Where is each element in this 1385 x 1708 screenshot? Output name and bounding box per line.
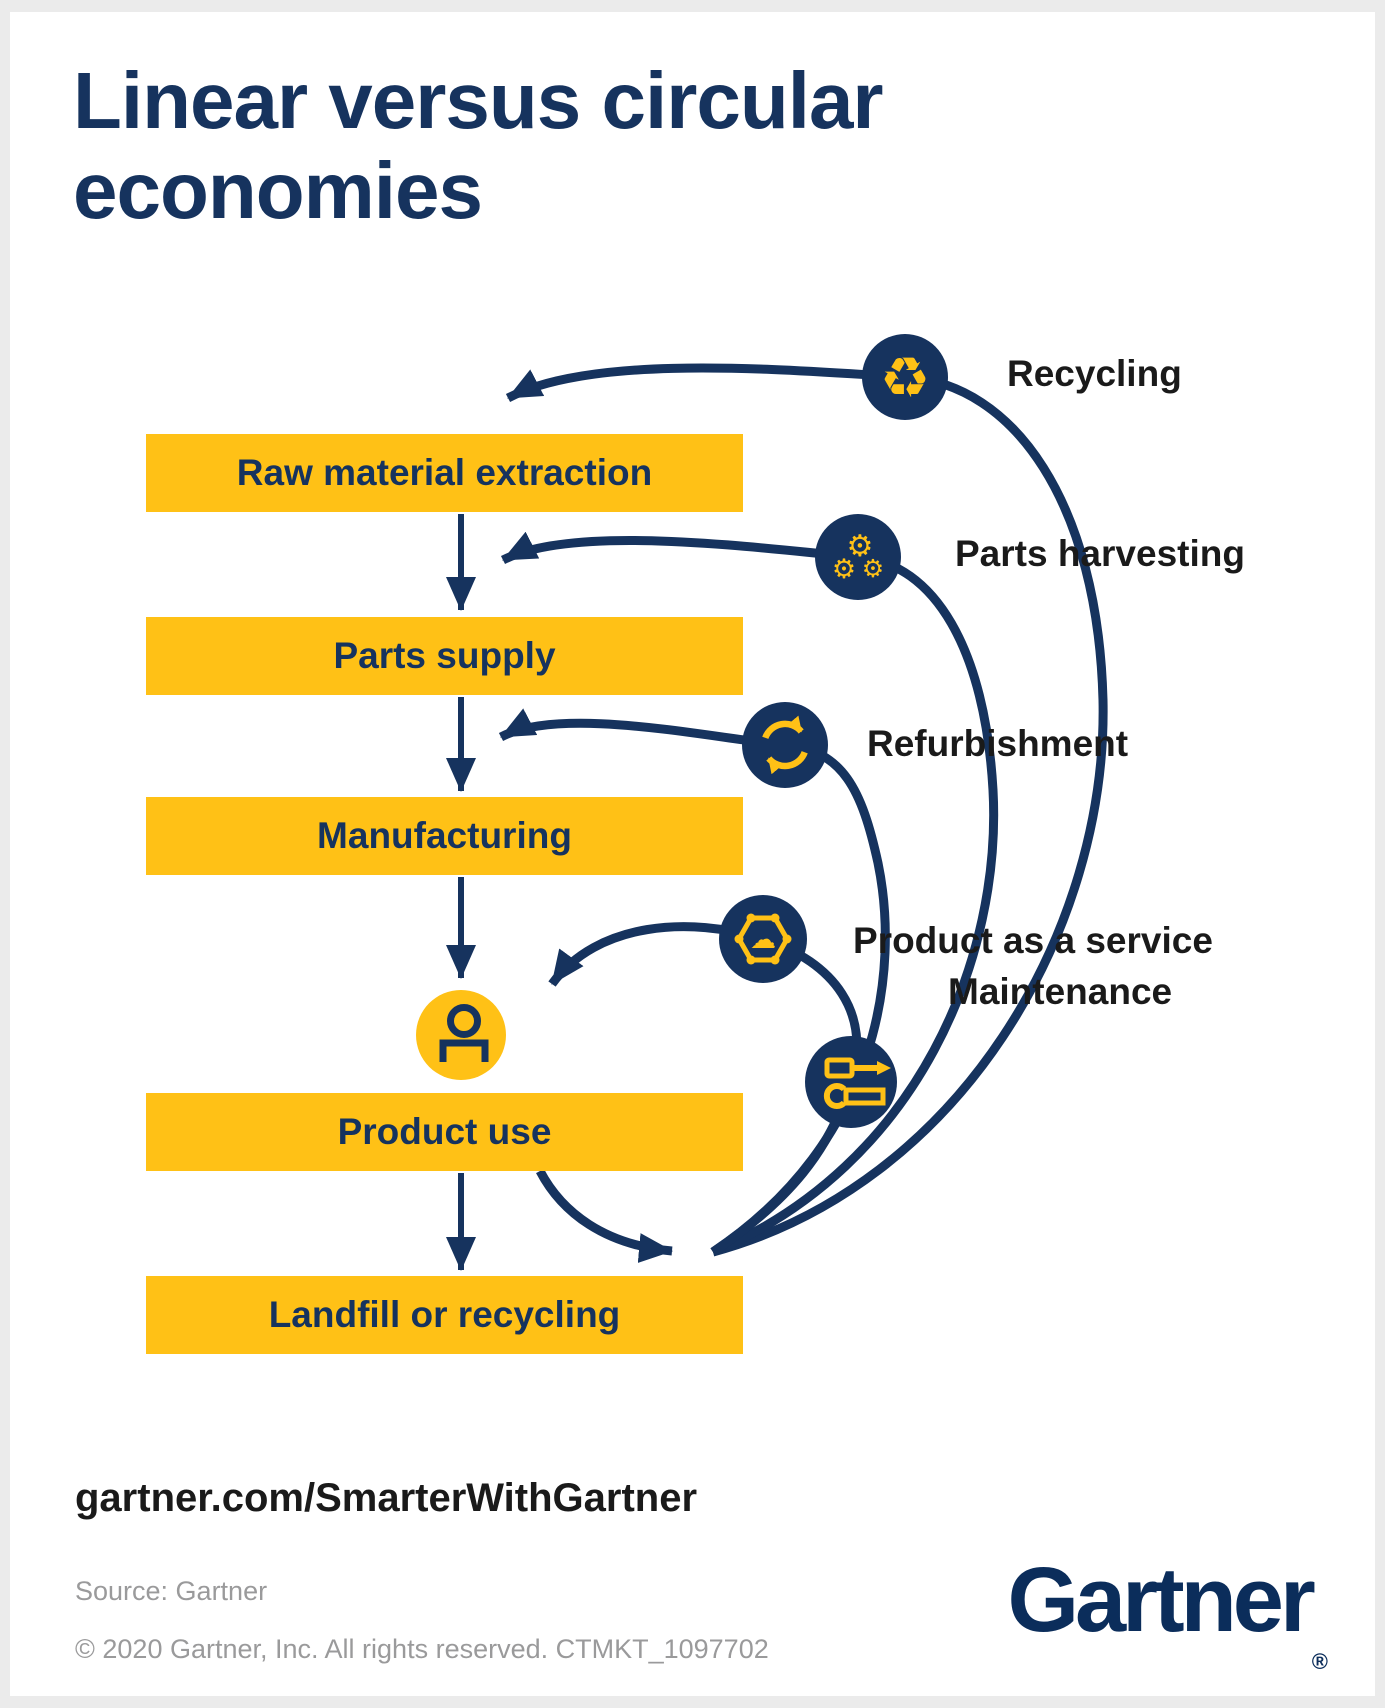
product-user-icon — [416, 990, 506, 1080]
flow-box-raw-material: Raw material extraction — [146, 434, 743, 512]
arc-product-use-to-hub — [536, 1168, 673, 1263]
registered-mark: ® — [1311, 1649, 1328, 1674]
arc-maintenance-service — [548, 922, 862, 1256]
flow-box-parts-supply: Parts supply — [146, 617, 743, 695]
loop-label-maintenance: Maintenance — [948, 971, 1173, 1012]
svg-text:☁: ☁ — [750, 925, 776, 955]
tools-icon — [805, 1036, 897, 1128]
arc-parts-harvesting — [500, 531, 999, 1257]
gartner-logo-text: Gartner — [1007, 1549, 1315, 1651]
arc-recycling — [505, 363, 1108, 1257]
flow-box-landfill-recycling: Landfill or recycling — [146, 1276, 743, 1354]
page-title: Linear versus circular economies — [73, 56, 884, 236]
flow-box-manufacturing: Manufacturing — [146, 797, 743, 875]
svg-text:♻: ♻ — [880, 346, 930, 411]
loop-label-refurbishment: Refurbishment — [867, 723, 1129, 764]
source-text: Source: Gartner — [75, 1576, 268, 1606]
recycling-icon: ♻ — [862, 334, 948, 420]
gartner-url: gartner.com/SmarterWithGartner — [75, 1476, 698, 1520]
flow-box-product-use: Product use — [146, 1093, 743, 1171]
gartner-logo: Gartner® — [998, 1548, 1328, 1675]
loop-label-parts-harvesting: Parts harvesting — [955, 533, 1245, 574]
svg-text:⚙: ⚙ — [847, 529, 874, 564]
cloud-network-icon: ☁ — [719, 895, 807, 983]
refresh-arrows-icon — [742, 702, 828, 788]
loop-label-recycling: Recycling — [1007, 353, 1182, 394]
gears-icon: ⚙ ⚙ ⚙ — [815, 514, 901, 600]
svg-text:⚙: ⚙ — [862, 554, 884, 583]
svg-text:⚙: ⚙ — [832, 554, 856, 585]
loop-label-product-as-a-service: Product as a service — [853, 920, 1213, 961]
copyright-text: © 2020 Gartner, Inc. All rights reserved… — [75, 1634, 769, 1664]
